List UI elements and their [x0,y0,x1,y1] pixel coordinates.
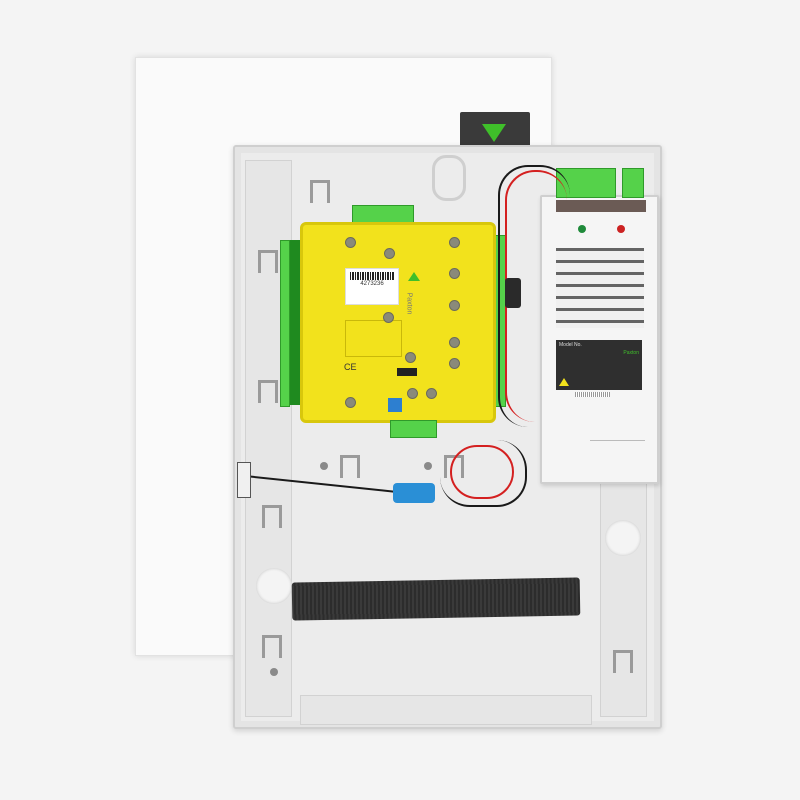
barcode-number: 4273236 [360,281,384,287]
mount-slot [340,455,360,478]
jumper [397,368,417,376]
psu-certification-marks [590,440,645,466]
mount-slot [258,380,278,403]
ce-mark: CE [344,362,357,372]
pcb-screw [449,300,460,311]
mount-slot [262,505,282,528]
psu-model-label: Model No. [559,342,582,348]
pcb-screw [449,337,460,348]
psu-rating-label: Model No. Paxton [556,340,642,390]
psu-terminal-block-dc [622,168,644,198]
tamper-connector [237,462,251,498]
pcb-bottom-terminal [390,420,437,438]
mount-slot [613,650,633,673]
pcb-screw [449,268,460,279]
psu-led-green [578,225,586,233]
spade-connector [393,483,435,503]
knockout [605,520,641,556]
psu-brand: Paxton [623,350,639,356]
mount-hole [320,462,328,470]
paxton-triangle-icon [408,272,420,281]
pcb-serial-label: 4273236 [345,268,399,305]
right-rail [600,480,647,717]
battery-strap [291,577,581,621]
pcb-screw [345,237,356,248]
black-power-wire [498,165,570,427]
pcb-top-terminal [352,205,414,223]
ferrite-bead [505,278,521,308]
pcb-screw [407,388,418,399]
controller-pcb [300,222,496,423]
black-loop-wire [440,440,527,507]
bottom-rail [300,695,592,725]
pcb-screw [426,388,437,399]
pcb-ic-area [345,320,402,357]
pcb-left-terminal [280,240,290,407]
psu-barcode [575,392,610,397]
psu-vent [556,248,644,328]
pcb-screw [345,397,356,408]
psu-terminal-label-strip [556,200,646,212]
keyhole [432,155,466,201]
power-supply-unit [540,195,659,484]
mount-hole [270,668,278,676]
pcb-screw [383,312,394,323]
mount-slot [262,635,282,658]
barcode [350,272,394,280]
red-loop-wire [450,445,514,499]
psu-led-red [617,225,625,233]
pcb-screw [449,358,460,369]
warning-icon [559,378,569,386]
paxton-logo-icon [482,124,506,142]
pcb-screw [384,248,395,259]
pcb-screw [405,352,416,363]
mount-hole [424,462,432,470]
pcb-screw [449,237,460,248]
knockout [256,568,292,604]
pcb-brand: Paxton [405,292,413,315]
dip-switch [388,398,402,412]
mount-slot [310,180,330,203]
mount-slot [258,250,278,273]
